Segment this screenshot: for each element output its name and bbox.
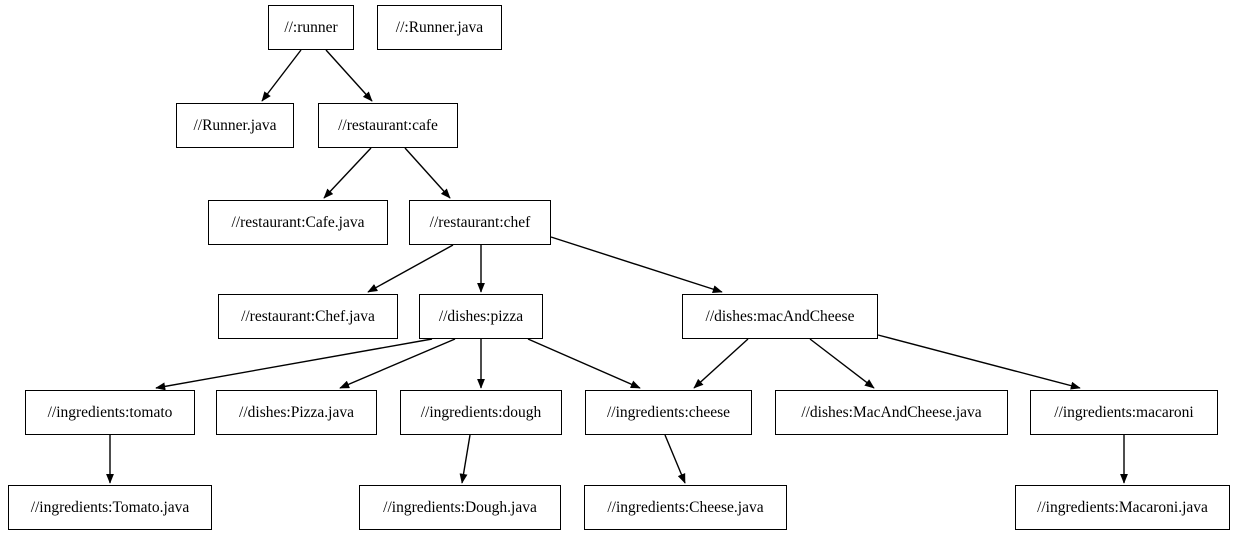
graph-node-label: //ingredients:dough [420,403,542,421]
graph-node-ing_dough[interactable]: //ingredients:dough [400,390,562,435]
graph-node-runner[interactable]: //:runner [268,5,354,50]
graph-edge [261,49,302,102]
graph-node-label: //ingredients:Cheese.java [607,498,764,516]
graph-node-label: //ingredients:tomato [47,403,173,421]
graph-node-root_runner_java[interactable]: //:Runner.java [377,5,502,50]
graph-node-label: //dishes:MacAndCheese.java [801,403,982,421]
graph-node-runner_java[interactable]: //Runner.java [176,103,294,148]
graph-node-label: //ingredients:cheese [606,403,731,421]
graph-node-label: //ingredients:Macaroni.java [1037,498,1208,516]
graph-node-ing_cheese[interactable]: //ingredients:cheese [585,390,752,435]
graph-edge [339,338,456,389]
graph-node-label: //:Runner.java [395,18,484,36]
graph-edge [323,147,372,199]
graph-edge [459,434,471,484]
graph-edge [877,334,1081,390]
graph-node-label: //restaurant:Cafe.java [231,213,365,231]
graph-node-label: //dishes:macAndCheese [705,307,855,325]
graph-node-label: //restaurant:cafe [338,116,438,134]
graph-edge [693,338,749,389]
graph-node-label: //dishes:pizza [438,307,524,325]
graph-edge [527,338,641,389]
graph-edge [664,434,686,484]
graph-node-label: //ingredients:Tomato.java [30,498,190,516]
graph-edge [550,236,723,293]
graph-node-restaurant_chef[interactable]: //restaurant:chef [409,200,551,245]
graph-node-ing_tomato[interactable]: //ingredients:tomato [25,390,195,435]
graph-edge [155,338,433,391]
graph-node-label: //ingredients:Dough.java [383,498,537,516]
graph-node-ing_tomato_java[interactable]: //ingredients:Tomato.java [8,485,212,530]
graph-node-label: //:runner [284,18,338,36]
graph-edge [367,244,454,293]
graph-node-restaurant_chef_java[interactable]: //restaurant:Chef.java [218,294,398,339]
graph-node-label: //dishes:Pizza.java [239,403,354,421]
graph-node-label: //restaurant:chef [429,213,531,231]
graph-node-dishes_pizza_java[interactable]: //dishes:Pizza.java [216,390,377,435]
graph-edge [809,338,875,389]
graph-node-restaurant_cafe[interactable]: //restaurant:cafe [318,103,458,148]
graph-node-ing_cheese_java[interactable]: //ingredients:Cheese.java [584,485,787,530]
graph-node-dishes_pizza[interactable]: //dishes:pizza [419,294,543,339]
graph-node-restaurant_cafe_java[interactable]: //restaurant:Cafe.java [208,200,388,245]
graph-node-ing_macaroni[interactable]: //ingredients:macaroni [1030,390,1218,435]
graph-edge [325,49,373,102]
graph-node-label: //Runner.java [193,116,277,134]
graph-node-label: //ingredients:macaroni [1054,403,1194,421]
graph-node-ing_dough_java[interactable]: //ingredients:Dough.java [359,485,561,530]
graph-edge [404,147,451,199]
graph-node-dishes_macandcheese[interactable]: //dishes:macAndCheese [682,294,878,339]
graph-node-ing_macaroni_java[interactable]: //ingredients:Macaroni.java [1015,485,1230,530]
graph-node-label: //restaurant:Chef.java [241,307,375,325]
graph-node-dishes_macandcheese_java[interactable]: //dishes:MacAndCheese.java [775,390,1008,435]
